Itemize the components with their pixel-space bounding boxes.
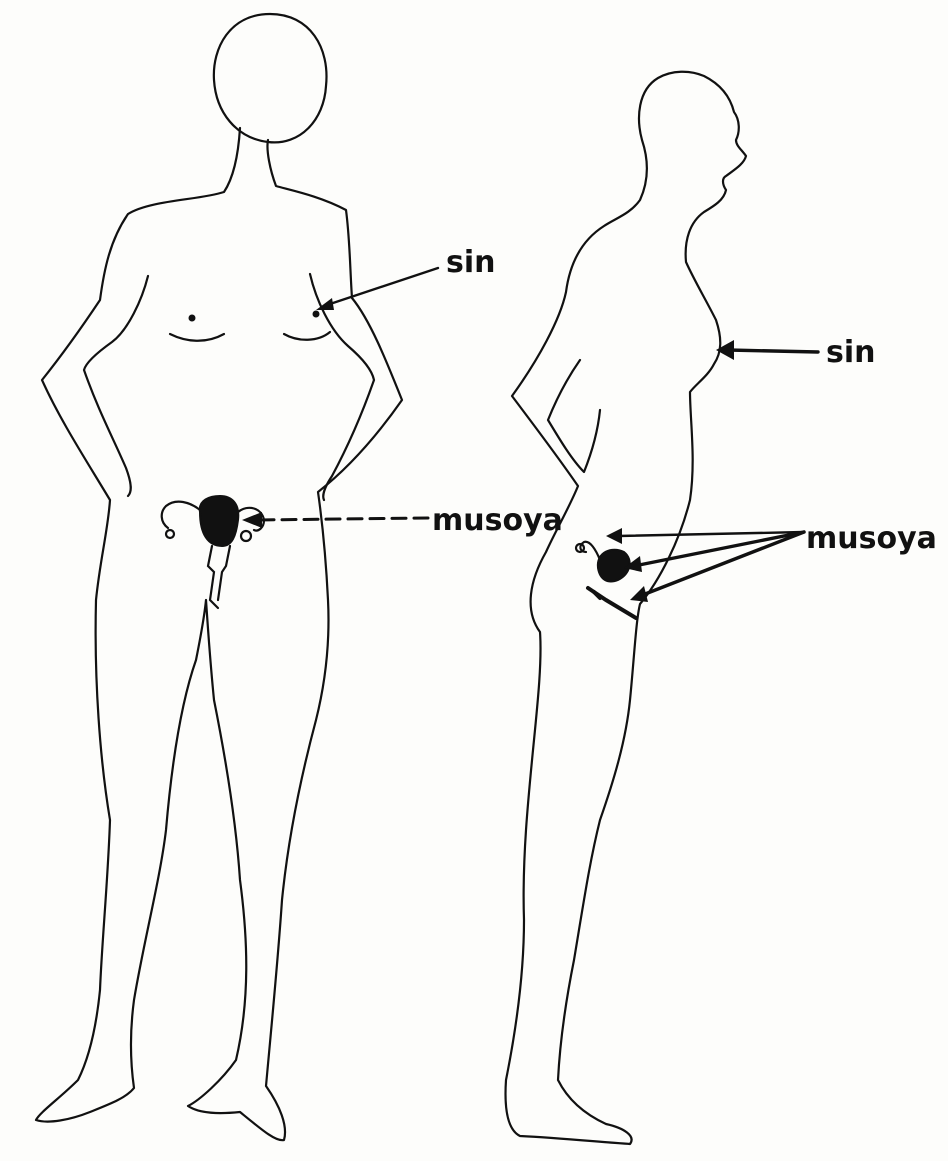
- front-figure: [36, 14, 402, 1140]
- side-reproductive-organs: [576, 542, 636, 618]
- side-uterus-icon: [598, 550, 630, 582]
- side-uterus-arrowhead-1: [606, 528, 622, 544]
- front-body-outline: [36, 128, 402, 1140]
- side-uterus-arrowhead-3: [630, 586, 648, 602]
- side-breast-label: sin: [826, 335, 876, 370]
- side-uterus-label: musoya: [806, 521, 937, 556]
- front-uterus-arrow: [256, 518, 428, 520]
- side-breast-arrow: [728, 350, 818, 352]
- front-breast-label: sin: [446, 245, 496, 280]
- front-breast-arrow: [324, 268, 438, 306]
- side-body-outline: [506, 72, 746, 1144]
- front-uterus-label: musoya: [432, 503, 563, 538]
- side-figure: [506, 72, 746, 1144]
- front-head: [214, 14, 327, 142]
- arrows: [242, 268, 818, 602]
- front-left-tube: [162, 502, 200, 528]
- front-left-ovary: [166, 530, 174, 538]
- side-canal-lower: [594, 592, 600, 598]
- front-right-ovary: [241, 531, 251, 541]
- front-left-nipple: [190, 316, 195, 321]
- front-uterus-icon: [200, 496, 239, 546]
- front-vaginal-canal: [208, 546, 230, 608]
- front-left-breast: [170, 334, 224, 341]
- front-reproductive-organs: [162, 496, 264, 608]
- front-right-breast: [284, 332, 330, 340]
- side-uterus-arrow-1: [618, 532, 804, 536]
- front-right-nipple: [314, 312, 319, 317]
- side-uterus-arrow-2: [634, 532, 804, 566]
- front-uterus-arrowhead: [242, 512, 262, 528]
